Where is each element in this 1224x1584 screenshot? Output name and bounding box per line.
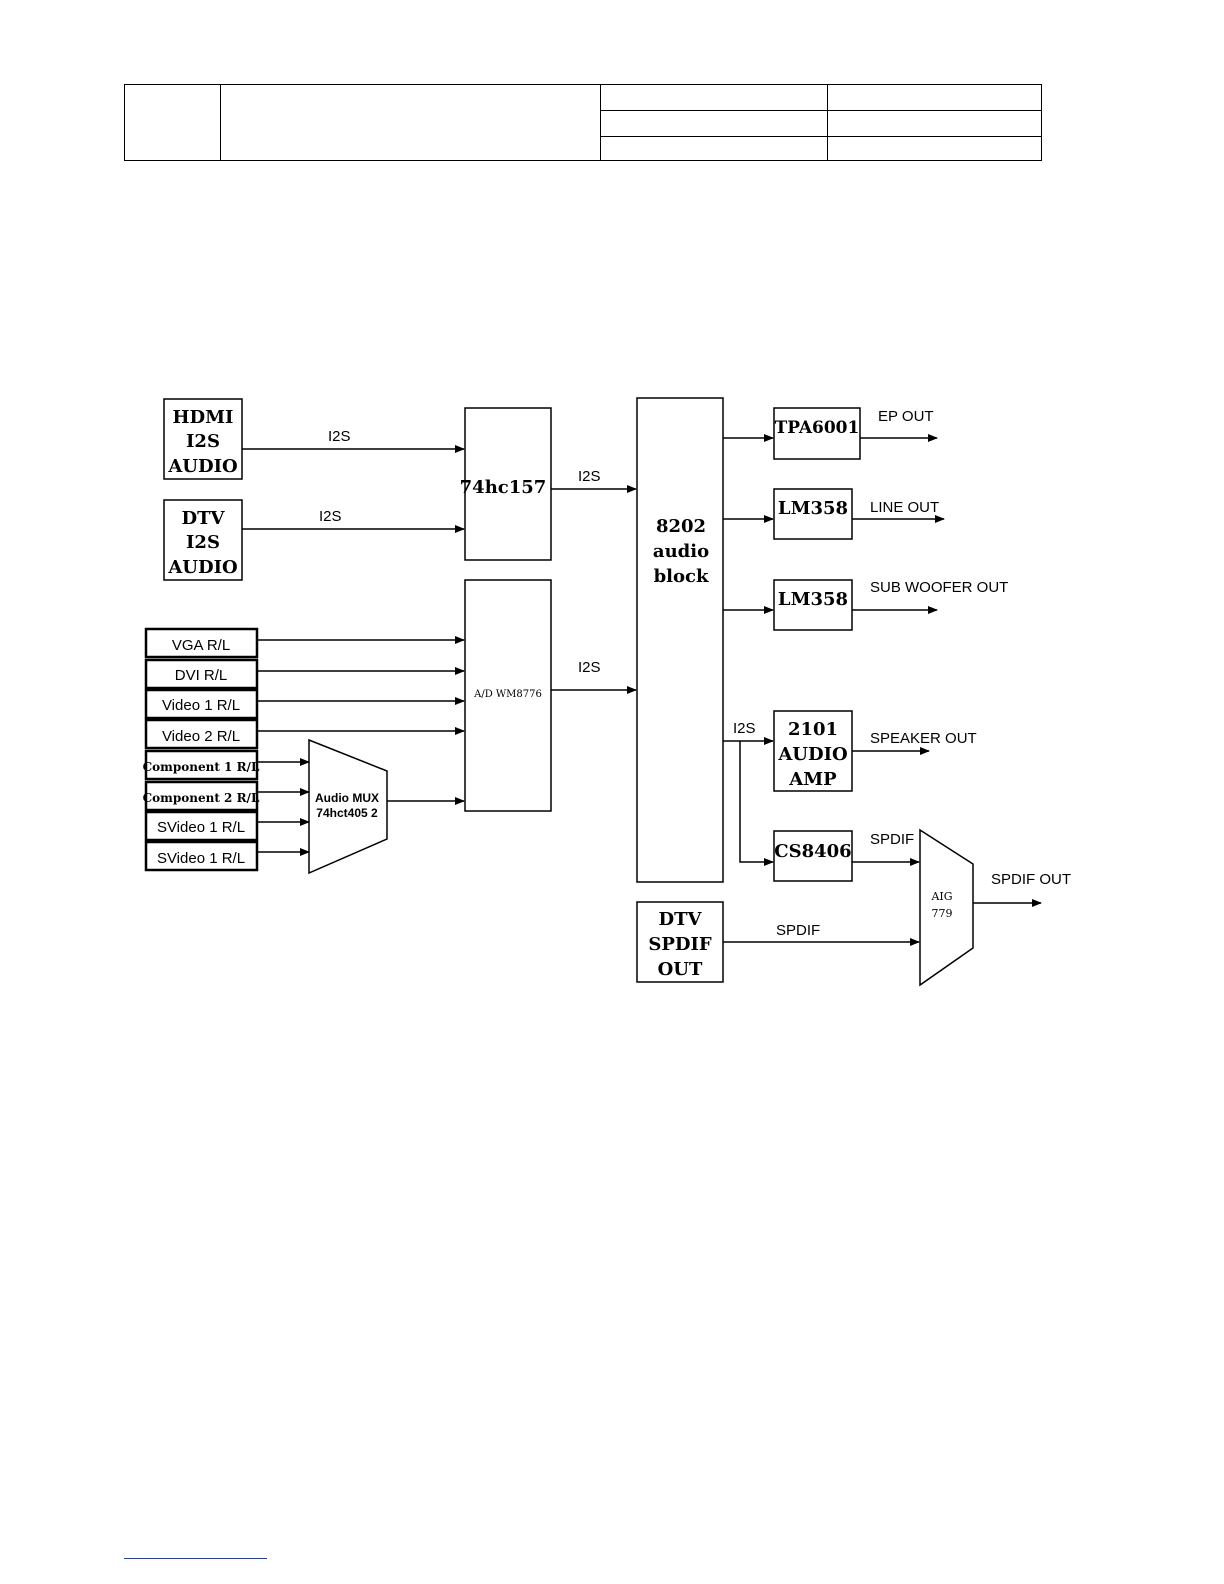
output-sub-woofer-out: SUB WOOFER OUT	[870, 579, 1008, 596]
aig-line-1: AIG	[930, 890, 952, 903]
audio-mux-line-2: 74hct405 2	[316, 806, 378, 820]
dtv-i2s-line-3: AUDIO	[167, 557, 237, 578]
output-speaker-out: SPEAKER OUT	[870, 730, 977, 747]
signal-i2s-adc-out: I2S	[578, 659, 601, 676]
cs8406-block: CS8406	[773, 830, 853, 882]
signal-i2s-hdmi: I2S	[328, 428, 351, 445]
output-line-out: LINE OUT	[870, 499, 939, 516]
audio-block-line-3: block	[654, 566, 709, 587]
audio-mux-74hct4052: Audio MUX 74hct405 2	[308, 738, 388, 875]
amp-2101-block: 2101 AUDIO AMP	[773, 710, 853, 792]
header-cell-r1c1	[600, 84, 828, 111]
dtv-spdif-line-3: OUT	[658, 959, 703, 980]
signal-labels: I2S I2S I2S I2S I2S SPDIF SPDIF	[319, 428, 914, 939]
lm358-line-label: LM358	[778, 498, 848, 519]
adc-wm8776-label: A/D WM8776	[473, 689, 542, 700]
cs8406-label: CS8406	[774, 841, 851, 862]
lm358-sub-block: LM358	[773, 579, 853, 631]
lm358-line-block: LM358	[773, 488, 853, 540]
audio-block-line-2: audio	[653, 541, 709, 562]
aig-line-2: 779	[932, 907, 953, 920]
mux-74hc157-block: 74hc157	[460, 407, 552, 561]
hdmi-line-3: AUDIO	[167, 456, 237, 477]
dtv-spdif-out-block: DTV SPDIF OUT	[636, 901, 724, 983]
footer-rule	[124, 1558, 267, 1559]
header-table	[124, 84, 1042, 161]
signal-spdif-cs8406: SPDIF	[870, 831, 914, 848]
header-cell-title	[220, 84, 601, 161]
dtv-spdif-line-1: DTV	[659, 909, 703, 930]
signal-i2s-dtv: I2S	[319, 508, 342, 525]
connection-wires	[242, 434, 1042, 946]
hdmi-line-1: HDMI	[173, 407, 234, 428]
signal-i2s-mux-out: I2S	[578, 468, 601, 485]
tpa6001-label: TPA6001	[775, 418, 860, 438]
input-video1-label: Video 1 R/L	[162, 697, 240, 714]
dtv-i2s-line-1: DTV	[182, 508, 226, 529]
input-component2-label: Component 2 R/L	[143, 791, 260, 805]
header-cell-logo	[124, 84, 221, 161]
header-cell-r2c2	[827, 110, 1042, 137]
signal-spdif-dtv: SPDIF	[776, 922, 820, 939]
output-labels: EP OUT LINE OUT SUB WOOFER OUT SPEAKER O…	[870, 408, 1071, 888]
audio-block-line-1: 8202	[656, 516, 706, 537]
header-cell-r3c1	[600, 136, 828, 161]
dtv-i2s-line-2: I2S	[186, 532, 220, 553]
lm358-sub-label: LM358	[778, 589, 848, 610]
amp-2101-line-1: 2101	[788, 719, 838, 740]
signal-i2s-block-out: I2S	[733, 720, 756, 737]
tpa6001-block: TPA6001	[773, 407, 861, 460]
adc-wm8776-block: A/D WM8776	[464, 579, 552, 812]
input-component1-label: Component 1 R/L	[143, 760, 260, 774]
input-svideo2-label: SVideo 1 R/L	[157, 850, 245, 867]
amp-2101-line-2: AUDIO	[777, 744, 847, 765]
dtv-i2s-audio-block: DTV I2S AUDIO	[163, 499, 243, 581]
amp-2101-line-3: AMP	[788, 769, 837, 790]
header-cell-r3c2	[827, 136, 1042, 161]
input-svideo1-label: SVideo 1 R/L	[157, 819, 245, 836]
output-ep-out: EP OUT	[878, 408, 934, 425]
input-vga-label: VGA R/L	[172, 637, 230, 654]
audio-mux-line-1: Audio MUX	[315, 791, 379, 805]
hdmi-i2s-audio-block: HDMI I2S AUDIO	[163, 398, 243, 480]
audio-block-8202: 8202 audio block	[636, 397, 724, 883]
input-video2-label: Video 2 R/L	[162, 728, 240, 745]
aig-779-mux: AIG 779	[919, 828, 974, 987]
mux-74hc157-label: 74hc157	[460, 477, 547, 498]
hdmi-line-2: I2S	[186, 431, 220, 452]
analog-inputs: VGA R/L DVI R/L Video 1 R/L Video 2 R/L …	[143, 627, 260, 872]
output-spdif-out: SPDIF OUT	[991, 871, 1071, 888]
dtv-spdif-line-2: SPDIF	[648, 934, 712, 955]
wire-8202-to-cs8406	[739, 741, 774, 866]
input-dvi-label: DVI R/L	[175, 667, 228, 684]
